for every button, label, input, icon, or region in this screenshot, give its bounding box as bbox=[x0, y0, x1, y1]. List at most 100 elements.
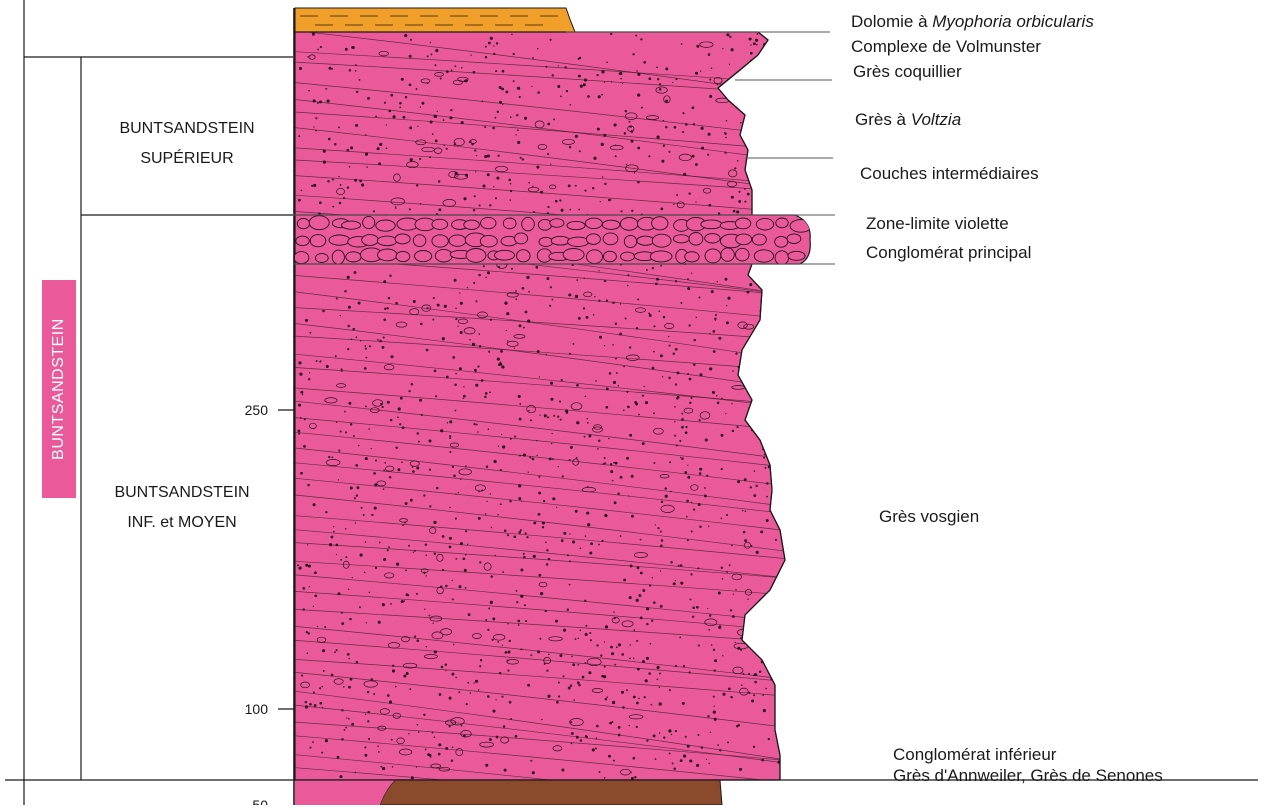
grain-dot bbox=[763, 315, 765, 317]
grain-dot bbox=[371, 678, 374, 681]
grain-dot bbox=[320, 46, 322, 48]
grain-dot bbox=[640, 572, 643, 575]
grain-dot bbox=[511, 268, 513, 270]
grain-dot bbox=[599, 336, 602, 339]
grain-dot bbox=[696, 764, 699, 767]
grain-dot bbox=[610, 470, 613, 473]
grain-dot bbox=[590, 542, 593, 545]
grain-dot bbox=[449, 437, 451, 439]
grain-dot bbox=[488, 351, 490, 353]
grain-dot bbox=[689, 192, 691, 194]
grain-dot bbox=[435, 140, 438, 143]
grain-dot bbox=[675, 280, 677, 282]
grain-dot bbox=[753, 746, 755, 748]
grain-dot bbox=[310, 747, 312, 749]
grain-dot bbox=[465, 587, 467, 589]
grain-dot bbox=[518, 395, 521, 398]
grain-dot bbox=[654, 325, 656, 327]
grain-dot bbox=[634, 776, 636, 778]
grain-dot bbox=[684, 471, 687, 474]
grain-dot bbox=[717, 744, 719, 746]
grain-dot bbox=[782, 501, 785, 504]
grain-dot bbox=[367, 720, 369, 722]
grain-dot bbox=[735, 642, 736, 643]
grain-dot bbox=[323, 150, 326, 153]
conglomerate-pebble bbox=[395, 234, 410, 244]
grain-dot bbox=[335, 355, 337, 357]
grain-dot bbox=[499, 86, 502, 89]
grain-dot bbox=[612, 344, 614, 346]
grain-dot bbox=[328, 138, 331, 141]
grain-dot bbox=[416, 184, 418, 186]
grain-dot bbox=[699, 297, 701, 299]
grain-dot bbox=[668, 151, 670, 153]
conglomerate-pebble bbox=[329, 235, 350, 245]
grain-dot bbox=[467, 682, 469, 684]
grain-dot bbox=[541, 719, 542, 720]
grain-dot bbox=[421, 414, 423, 416]
grain-dot bbox=[624, 132, 627, 135]
grain-dot bbox=[680, 457, 681, 458]
grain-dot bbox=[618, 735, 620, 737]
grain-dot bbox=[646, 657, 649, 660]
grain-dot bbox=[358, 302, 361, 305]
grain-dot bbox=[459, 367, 462, 370]
grain-dot bbox=[447, 422, 448, 423]
grain-dot bbox=[484, 396, 486, 398]
grain-dot bbox=[533, 522, 536, 525]
grain-dot bbox=[547, 123, 550, 126]
grain-dot bbox=[596, 644, 598, 646]
grain-dot bbox=[340, 315, 341, 316]
grain-dot bbox=[411, 383, 413, 385]
grain-dot bbox=[303, 608, 305, 610]
grain-dot bbox=[383, 469, 385, 471]
grain-dot bbox=[712, 391, 715, 394]
grain-dot bbox=[485, 619, 487, 621]
grain-dot bbox=[336, 422, 337, 423]
grain-dot bbox=[627, 285, 629, 287]
subdivision-lower-line2: INF. et MOYEN bbox=[87, 508, 277, 538]
grain-dot bbox=[539, 414, 540, 415]
grain-dot bbox=[401, 600, 404, 603]
grain-dot bbox=[547, 206, 549, 208]
grain-dot bbox=[486, 501, 487, 502]
grain-dot bbox=[651, 704, 653, 706]
conglomerate-pebble bbox=[464, 220, 480, 229]
grain-dot bbox=[375, 459, 377, 461]
grain-dot bbox=[381, 406, 383, 408]
grain-dot bbox=[405, 96, 407, 98]
grain-dot bbox=[569, 353, 571, 355]
unit-label-couches-intermediaires: Couches intermédiaires bbox=[860, 164, 1039, 184]
grain-dot bbox=[460, 542, 463, 545]
grain-dot bbox=[298, 433, 300, 435]
grain-dot bbox=[344, 411, 346, 413]
grain-dot bbox=[743, 97, 746, 100]
grain-dot bbox=[449, 507, 450, 508]
grain-dot bbox=[753, 694, 755, 696]
grain-dot bbox=[629, 658, 631, 660]
grain-dot bbox=[309, 586, 310, 587]
grain-dot bbox=[507, 534, 509, 536]
grain-dot bbox=[322, 649, 325, 652]
grain-dot bbox=[613, 381, 616, 384]
grain-dot bbox=[347, 325, 349, 327]
grain-dot bbox=[709, 78, 711, 80]
grain-dot bbox=[458, 691, 460, 693]
grain-dot bbox=[340, 559, 342, 561]
grain-dot bbox=[430, 42, 431, 43]
grain-dot bbox=[452, 673, 454, 675]
grain-dot bbox=[732, 615, 735, 618]
grain-dot bbox=[685, 123, 688, 126]
grain-dot bbox=[623, 579, 626, 582]
grain-dot bbox=[510, 183, 512, 185]
grain-dot bbox=[312, 741, 314, 743]
grain-dot bbox=[754, 681, 757, 684]
grain-dot bbox=[548, 558, 550, 560]
grain-dot bbox=[478, 274, 480, 276]
grain-dot bbox=[369, 345, 371, 347]
grain-dot bbox=[396, 447, 398, 449]
grain-dot bbox=[553, 415, 555, 417]
grain-dot bbox=[488, 42, 491, 45]
grain-dot bbox=[307, 544, 308, 545]
grain-dot bbox=[487, 173, 490, 176]
